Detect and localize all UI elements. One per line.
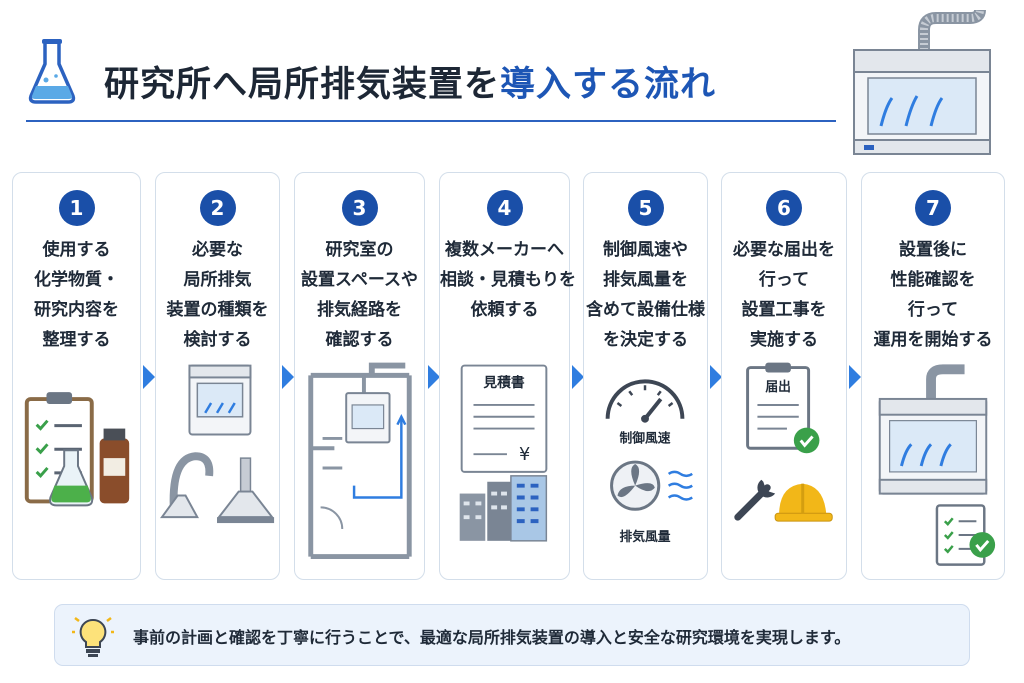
step-text: 必要な届出を 行って 設置工事を 実施する [722, 235, 846, 355]
step-line: 設置工事を [741, 300, 827, 320]
step-line: 排気経路を [317, 300, 402, 320]
control-speed-label: 制御風速 [619, 430, 670, 446]
step-number: 1 [58, 190, 95, 226]
gauge-and-fan-icon: 制御風速 排気風量 [605, 379, 693, 545]
fume-hood-hero-icon [853, 9, 991, 155]
clipboard-and-chemicals-icon [24, 392, 130, 507]
summary-banner: 事前の計画と確認を丁寧に行うことで、最適な局所排気装置の導入と安全な研究環境を実… [54, 604, 970, 666]
step-line: 必要な [192, 240, 243, 260]
header: 研究所へ局所排気装置を導入する流れ [0, 0, 1024, 155]
step-line: 依頼する [470, 300, 539, 320]
notification-label: 届出 [765, 379, 791, 395]
step-card-4: 4 複数メーカーへ 相談・見積もりを 依頼する 見積書 ¥ [439, 172, 576, 580]
next-step-arrow-icon [572, 365, 584, 389]
step-line: 設置スペースや [301, 270, 418, 290]
step-line: 装置の種類を [166, 300, 269, 320]
step-number: 5 [627, 190, 664, 226]
next-step-arrow-icon [428, 365, 440, 389]
step-line: 行って [907, 300, 959, 320]
step-card-1: 1 使用する 化学物質・ 研究内容を 整理する [12, 172, 141, 580]
step-card-6: 6 必要な届出を 行って 設置工事を 実施する 届出 [721, 172, 847, 580]
step-line: を決定する [603, 330, 688, 350]
step-line: 研究内容を [34, 300, 119, 320]
step-text: 制御風速や 排気風量を 含めて設備仕様 を決定する [584, 235, 707, 355]
yen-label: ¥ [519, 445, 530, 465]
step-line: 化学物質・ [34, 270, 119, 290]
step-line: 行って [758, 270, 810, 290]
step-line: 相談・見積もりを [440, 270, 576, 290]
next-step-arrow-icon [282, 365, 294, 389]
step-line: 性能確認を [890, 270, 976, 290]
lightbulb-icon [72, 617, 114, 657]
notification-and-construction-icon: 届出 [734, 362, 833, 522]
step-card-3: 3 研究室の 設置スペースや 排気経路を 確認する [294, 172, 425, 580]
step-line: 使用する [42, 240, 111, 260]
estimate-and-buildings-icon: 見積書 ¥ [459, 364, 548, 542]
next-step-arrow-icon [143, 365, 155, 389]
step-line: 運用を開始する [873, 330, 993, 350]
floor-plan-exhaust-route-icon [308, 362, 412, 560]
step-line: 局所排気 [183, 270, 252, 290]
title-accent: 導入する流れ [500, 65, 717, 105]
exhaust-volume-label: 排気風量 [619, 529, 670, 545]
step-text: 設置後に 性能確認を 行って 運用を開始する [862, 235, 1004, 355]
installed-hood-with-checklist-icon [878, 364, 996, 566]
step-number: 3 [341, 190, 378, 226]
step-number: 7 [915, 190, 951, 226]
next-step-arrow-icon [849, 365, 861, 389]
flask-icon [28, 39, 76, 104]
next-step-arrow-icon [710, 365, 722, 389]
exhaust-equipment-types-icon [159, 364, 275, 524]
summary-text: 事前の計画と確認を丁寧に行うことで、最適な局所排気装置の導入と安全な研究環境を実… [133, 628, 851, 647]
step-line: 設置後に [899, 240, 967, 260]
step-line: 排気風量を [603, 270, 688, 290]
step-line: 検討する [183, 330, 252, 350]
step-line: 整理する [42, 330, 111, 350]
step-line: 複数メーカーへ [445, 240, 564, 260]
step-text: 複数メーカーへ 相談・見積もりを 依頼する [440, 235, 576, 325]
page-title: 研究所へ局所排気装置を導入する流れ [104, 56, 716, 107]
step-number: 4 [486, 190, 523, 226]
step-line: 研究室の [325, 240, 394, 260]
step-card-2: 2 必要な 局所排気 装置の種類を 検討する [155, 172, 280, 580]
title-main: 研究所へ局所排気装置を [104, 65, 501, 105]
step-line: 必要な届出を [733, 240, 835, 260]
step-number: 6 [766, 190, 802, 226]
step-line: 含めて設備仕様 [586, 300, 705, 320]
step-card-5: 5 制御風速や 排気風量を 含めて設備仕様 を決定する 制御風速 排気風量 [583, 172, 708, 580]
step-number: 2 [199, 190, 236, 226]
step-text: 研究室の 設置スペースや 排気経路を 確認する [295, 235, 424, 355]
step-line: 制御風速や [603, 240, 688, 260]
estimate-doc-label: 見積書 [482, 374, 525, 391]
title-divider [26, 120, 836, 122]
step-line: 確認する [325, 330, 394, 350]
step-line: 実施する [750, 330, 818, 350]
step-card-7: 7 設置後に 性能確認を 行って 運用を開始する [861, 172, 1005, 580]
step-text: 必要な 局所排気 装置の種類を 検討する [156, 235, 279, 355]
step-text: 使用する 化学物質・ 研究内容を 整理する [13, 235, 140, 355]
